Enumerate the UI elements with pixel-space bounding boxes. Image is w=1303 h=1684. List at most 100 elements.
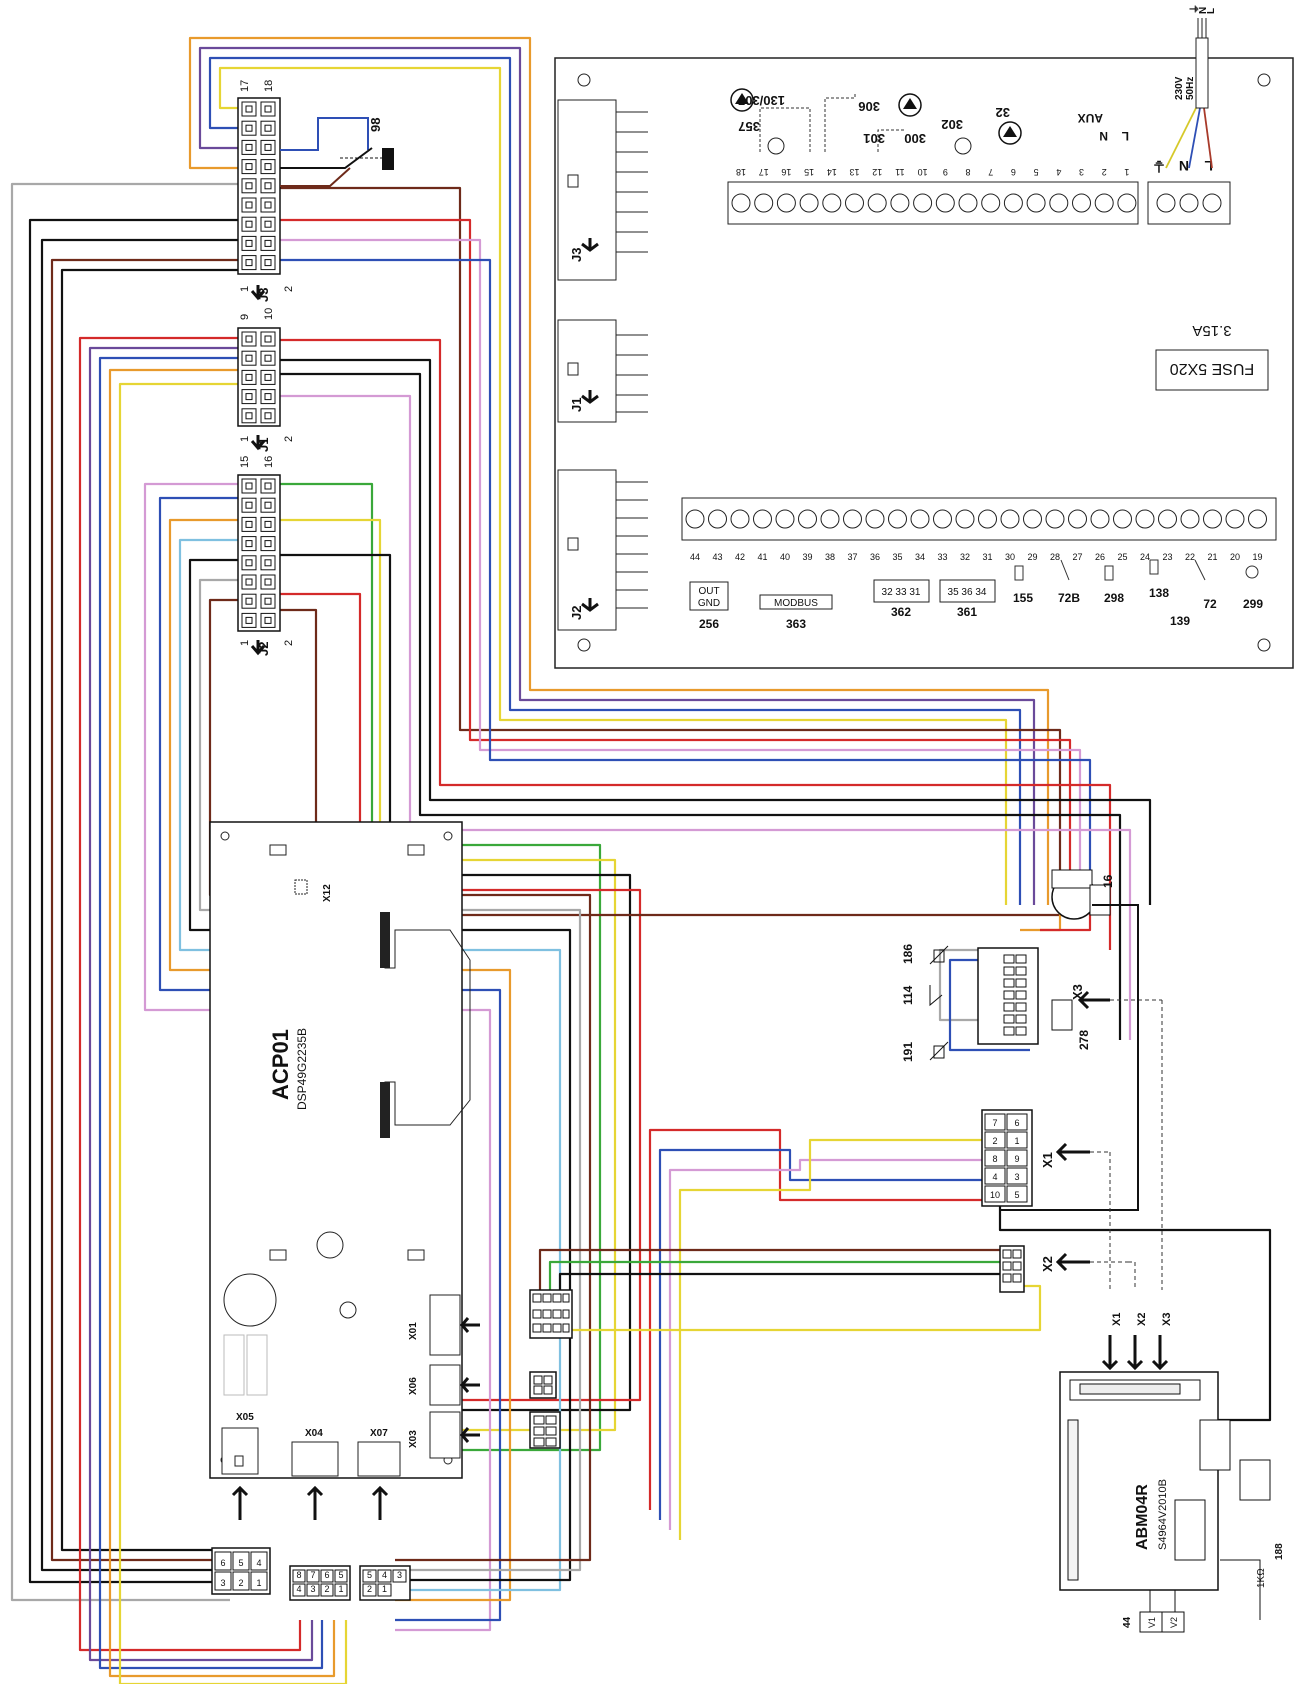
bottom-terminal-22 bbox=[1180, 509, 1200, 529]
label-72b: 72B bbox=[1058, 591, 1080, 605]
bottom-terminal-43 bbox=[708, 509, 727, 529]
plug-cell bbox=[1006, 1131, 1028, 1149]
top-terminal-2 bbox=[1094, 193, 1114, 213]
mains-earth-label: ⏚ bbox=[1152, 158, 1166, 174]
connector-pin bbox=[264, 354, 272, 362]
bottom-terminal-number: 42 bbox=[735, 552, 745, 562]
label-256: 256 bbox=[699, 617, 719, 631]
switch-114: 114 bbox=[901, 985, 943, 1007]
plug-pin-number: 1 bbox=[338, 1584, 343, 1594]
j2-pin-15: 15 bbox=[239, 456, 251, 468]
connector-cell bbox=[241, 497, 257, 513]
label-306: 306 bbox=[858, 99, 880, 114]
plug-cell bbox=[984, 1149, 1006, 1167]
bottom-terminal-number: 44 bbox=[690, 552, 700, 562]
top-terminal-number: 18 bbox=[736, 167, 746, 177]
abm-input-x3-label: X3 bbox=[1161, 1313, 1173, 1326]
connector-pin bbox=[245, 373, 253, 381]
gnd-label: GND bbox=[698, 598, 720, 609]
plug-cell bbox=[362, 1583, 377, 1597]
top-terminal-5 bbox=[1026, 193, 1046, 213]
sensor-186-label: 186 bbox=[901, 944, 915, 964]
connector-cell bbox=[241, 178, 257, 194]
connector-cell bbox=[241, 120, 257, 136]
abm04r-part: S4964V2010B bbox=[1157, 1479, 1169, 1550]
top-terminal-number: 8 bbox=[965, 167, 970, 177]
plug-pin-number: 6 bbox=[220, 1558, 225, 1568]
connector-pin bbox=[264, 143, 272, 151]
label-130-307: 130/307 bbox=[738, 93, 785, 108]
bottom-terminal-number: 23 bbox=[1162, 552, 1172, 562]
label-299: 299 bbox=[1243, 597, 1263, 611]
label-302: 302 bbox=[941, 117, 963, 132]
connector-cell bbox=[260, 612, 276, 628]
label-362: 362 bbox=[891, 605, 911, 619]
connector-pin bbox=[264, 124, 272, 132]
bottom-terminal-number: 36 bbox=[870, 552, 880, 562]
connector-cell bbox=[260, 536, 276, 552]
top-terminal-7 bbox=[981, 193, 1001, 213]
top-terminal-3 bbox=[1072, 193, 1091, 213]
label-301: 301 bbox=[863, 131, 885, 146]
bottom-terminal-24 bbox=[1135, 509, 1155, 529]
bottom-terminal-number: 34 bbox=[915, 552, 925, 562]
label-361: 361 bbox=[957, 605, 977, 619]
bottom-terminal-35 bbox=[888, 509, 907, 529]
plug-cell bbox=[320, 1583, 334, 1597]
connector-pin bbox=[264, 182, 272, 190]
plug-cell bbox=[984, 1167, 1006, 1185]
connector-pin bbox=[264, 597, 272, 605]
plug-cell bbox=[306, 1583, 320, 1597]
plug-cell bbox=[984, 1131, 1006, 1149]
sensor-191-label: 191 bbox=[901, 1042, 915, 1062]
connector-cell bbox=[241, 331, 257, 347]
top-terminal-number: 1 bbox=[1124, 167, 1129, 177]
connector-pin bbox=[264, 501, 272, 509]
top-terminal-number: 9 bbox=[943, 167, 948, 177]
bottom-terminal-30 bbox=[1000, 509, 1020, 529]
connector-cell bbox=[260, 408, 276, 424]
connector-cell bbox=[260, 178, 276, 194]
connector-cell bbox=[260, 101, 276, 117]
valve-block: V1 V2 44 bbox=[1122, 1590, 1185, 1633]
top-terminal-number: 13 bbox=[849, 167, 859, 177]
connector-cell bbox=[260, 369, 276, 385]
mains-l-top: L bbox=[1206, 8, 1217, 14]
plug-pin-number: 5 bbox=[1014, 1190, 1019, 1200]
label-298: 298 bbox=[1104, 591, 1124, 605]
connector-pin bbox=[245, 105, 253, 113]
connector-pin bbox=[245, 239, 253, 247]
top-terminal-number: 10 bbox=[918, 167, 928, 177]
aux-label: AUX bbox=[1078, 111, 1103, 125]
bottom-terminal-number: 39 bbox=[802, 552, 812, 562]
connector-pin bbox=[264, 578, 272, 586]
plug-pin-number: 2 bbox=[367, 1584, 372, 1594]
j1-pin-1: 1 bbox=[239, 436, 251, 442]
plug-cell bbox=[214, 1551, 232, 1571]
valve-v1: V1 bbox=[1147, 1617, 1157, 1628]
bottom-terminal-44 bbox=[685, 509, 705, 529]
bottom-terminal-number: 43 bbox=[712, 552, 722, 562]
connector-j1: 9 10 1 2 J1 bbox=[237, 308, 295, 452]
plug-cell bbox=[292, 1583, 306, 1597]
plug-cell bbox=[334, 1569, 348, 1583]
top-terminal-9 bbox=[935, 193, 955, 213]
connector-cell bbox=[260, 574, 276, 590]
connector-cell bbox=[260, 516, 276, 532]
top-terminal-11 bbox=[890, 193, 910, 213]
label-300: 300 bbox=[904, 131, 926, 146]
label-357: 357 bbox=[738, 119, 760, 134]
bottom-terminal-41 bbox=[753, 509, 772, 529]
plug-pin-number: 5 bbox=[338, 1570, 343, 1580]
bottom-terminal-number: 38 bbox=[825, 552, 835, 562]
top-terminal-14 bbox=[822, 193, 842, 213]
connector-cell bbox=[260, 478, 276, 494]
out-label: OUT bbox=[698, 586, 719, 597]
connector-pin bbox=[264, 482, 272, 490]
connector-cell bbox=[241, 408, 257, 424]
top-terminal-6 bbox=[1003, 193, 1023, 213]
bottom-terminal-number: 30 bbox=[1005, 552, 1015, 562]
fuse: FUSE 5X20 3.15A bbox=[1155, 322, 1269, 391]
resistor-1k: 1KΩ bbox=[1256, 1568, 1267, 1588]
